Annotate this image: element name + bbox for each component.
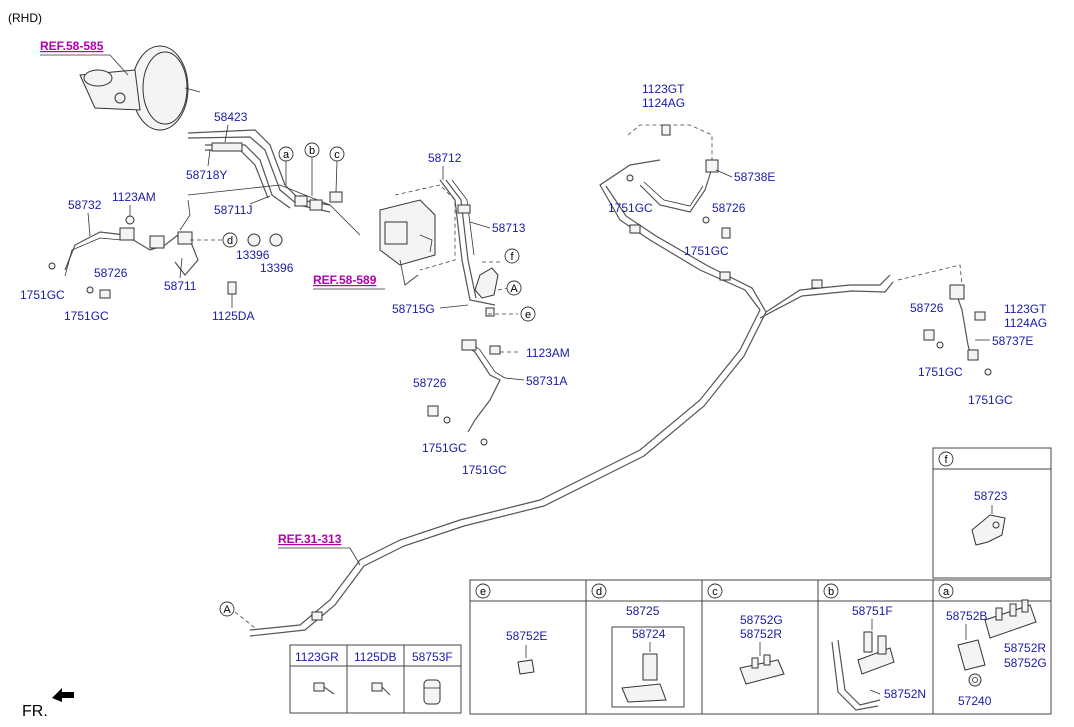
abs-module-illustration [379,199,436,286]
front-left-hose [48,215,283,299]
label-1124AG-b: 1124AG [1004,316,1047,330]
callout-a[interactable]: a [278,146,294,185]
panel-d: d 58725 58724 [591,583,685,708]
leader-lines [87,124,990,381]
label-58737E: 58737E [992,334,1033,348]
label-1751GC-c: 1751GC [422,441,467,455]
panel-f-part: 58723 [974,489,1008,503]
front-label: FR. [22,703,48,720]
panel-a-part1: 58752B [946,609,987,623]
fastener-header-1125DB: 1125DB [354,650,396,664]
ref-booster[interactable]: REF.58-585 [40,39,104,53]
label-58726-d: 58726 [910,301,944,315]
panel-d-key: d [596,586,602,598]
label-13396-b: 13396 [260,261,294,275]
label-1125DA: 1125DA [212,309,254,323]
label-1123AM-b: 1123AM [526,346,570,360]
panel-a-part3: 58752G [1004,656,1047,670]
callout-d[interactable]: d [222,232,238,248]
svg-text:d: d [227,235,233,247]
panel-d-part1: 58725 [626,604,660,618]
label-58731A: 58731A [526,374,567,388]
variant-label: (RHD) [8,11,42,25]
panel-a-key: a [943,586,950,598]
bolt-icon-1123GR [313,682,335,695]
panel-e-key: e [480,586,486,598]
label-58715G: 58715G [392,302,435,316]
label-58726-a: 58726 [94,266,128,280]
rear-left-hose [923,284,992,376]
svg-text:A: A [510,283,518,295]
label-58738E: 58738E [734,170,775,184]
label-1751GC-b: 1751GC [64,309,109,323]
panel-e: e 58752E [475,583,547,675]
label-58711: 58711 [164,279,197,293]
label-1123AM-a: 1123AM [112,190,156,204]
svg-text:e: e [525,309,531,321]
label-58712: 58712 [428,151,462,165]
callout-c[interactable]: c [329,146,345,193]
label-58423: 58423 [214,110,248,124]
panel-f: f 58723 [932,447,1052,579]
label-13396-a: 13396 [236,248,270,262]
label-58726-c: 58726 [712,201,746,215]
svg-text:a: a [283,149,290,161]
panel-a-part4: 57240 [958,694,992,708]
callout-A-bottom[interactable]: A [219,601,235,617]
panel-b-part2: 58752N [884,687,926,701]
label-58732: 58732 [68,198,102,212]
label-1751GC-e: 1751GC [608,201,653,215]
label-1751GC-a: 1751GC [20,288,65,302]
label-1751GC-g: 1751GC [918,365,963,379]
bolt-icon-1125DB [371,682,391,696]
front-brake-lines [179,129,361,236]
front-arrow-icon [52,688,74,702]
panel-f-key: f [944,454,948,466]
svg-text:c: c [334,149,340,161]
label-1751GC-d: 1751GC [462,463,507,477]
label-1123GT-a: 1123GT [642,82,685,96]
left-rear-hose [427,339,506,446]
label-1751GC-h: 1751GC [968,393,1013,407]
ref-fuel[interactable]: REF.31-313 [278,532,342,546]
panel-c-key: c [712,586,718,598]
svg-text:A: A [223,604,231,616]
bottom-panels [469,579,1052,715]
callout-e[interactable]: e [520,306,536,322]
label-58718Y: 58718Y [186,168,227,182]
clip-icon-58753F [423,679,441,705]
label-58711J: 58711J [214,203,252,217]
svg-text:f: f [510,251,514,263]
panel-b-key: b [828,586,834,598]
front-direction-indicator: FR. [22,688,74,720]
ref-abs[interactable]: REF.58-589 [313,273,377,287]
panel-b: b 58751F 58752N [823,583,926,711]
svg-text:b: b [309,145,315,157]
callout-A-top[interactable]: A [506,280,522,296]
panel-a-part2: 58752R [1004,641,1046,655]
fastener-table: 1123GR 1125DB 58753F [289,644,462,714]
fastener-header-1123GR: 1123GR [295,650,339,664]
panel-c-part1: 58752G [740,613,783,627]
panel-e-part: 58752E [506,629,547,643]
label-58726-b: 58726 [413,376,447,390]
fastener-header-58753F: 58753F [412,650,453,664]
callout-b[interactable]: b [304,142,320,196]
panel-c: c 58752G 58752R [707,583,785,685]
panel-d-part2: 58724 [632,627,666,641]
label-1124AG-a: 1124AG [642,96,685,110]
panel-b-part1: 58751F [852,604,893,618]
panel-a: a 58752B 58752R 58752G 57240 [938,583,1047,708]
label-58713: 58713 [492,221,526,235]
callout-f[interactable]: f [504,248,520,264]
label-1751GC-f: 1751GC [684,244,729,258]
brake-booster-illustration [79,45,201,131]
label-1123GT-b: 1123GT [1004,302,1047,316]
panel-c-part2: 58752R [740,627,782,641]
center-brake-lines [439,179,499,317]
rear-right-hose [626,124,731,239]
main-brake-line [249,159,894,637]
